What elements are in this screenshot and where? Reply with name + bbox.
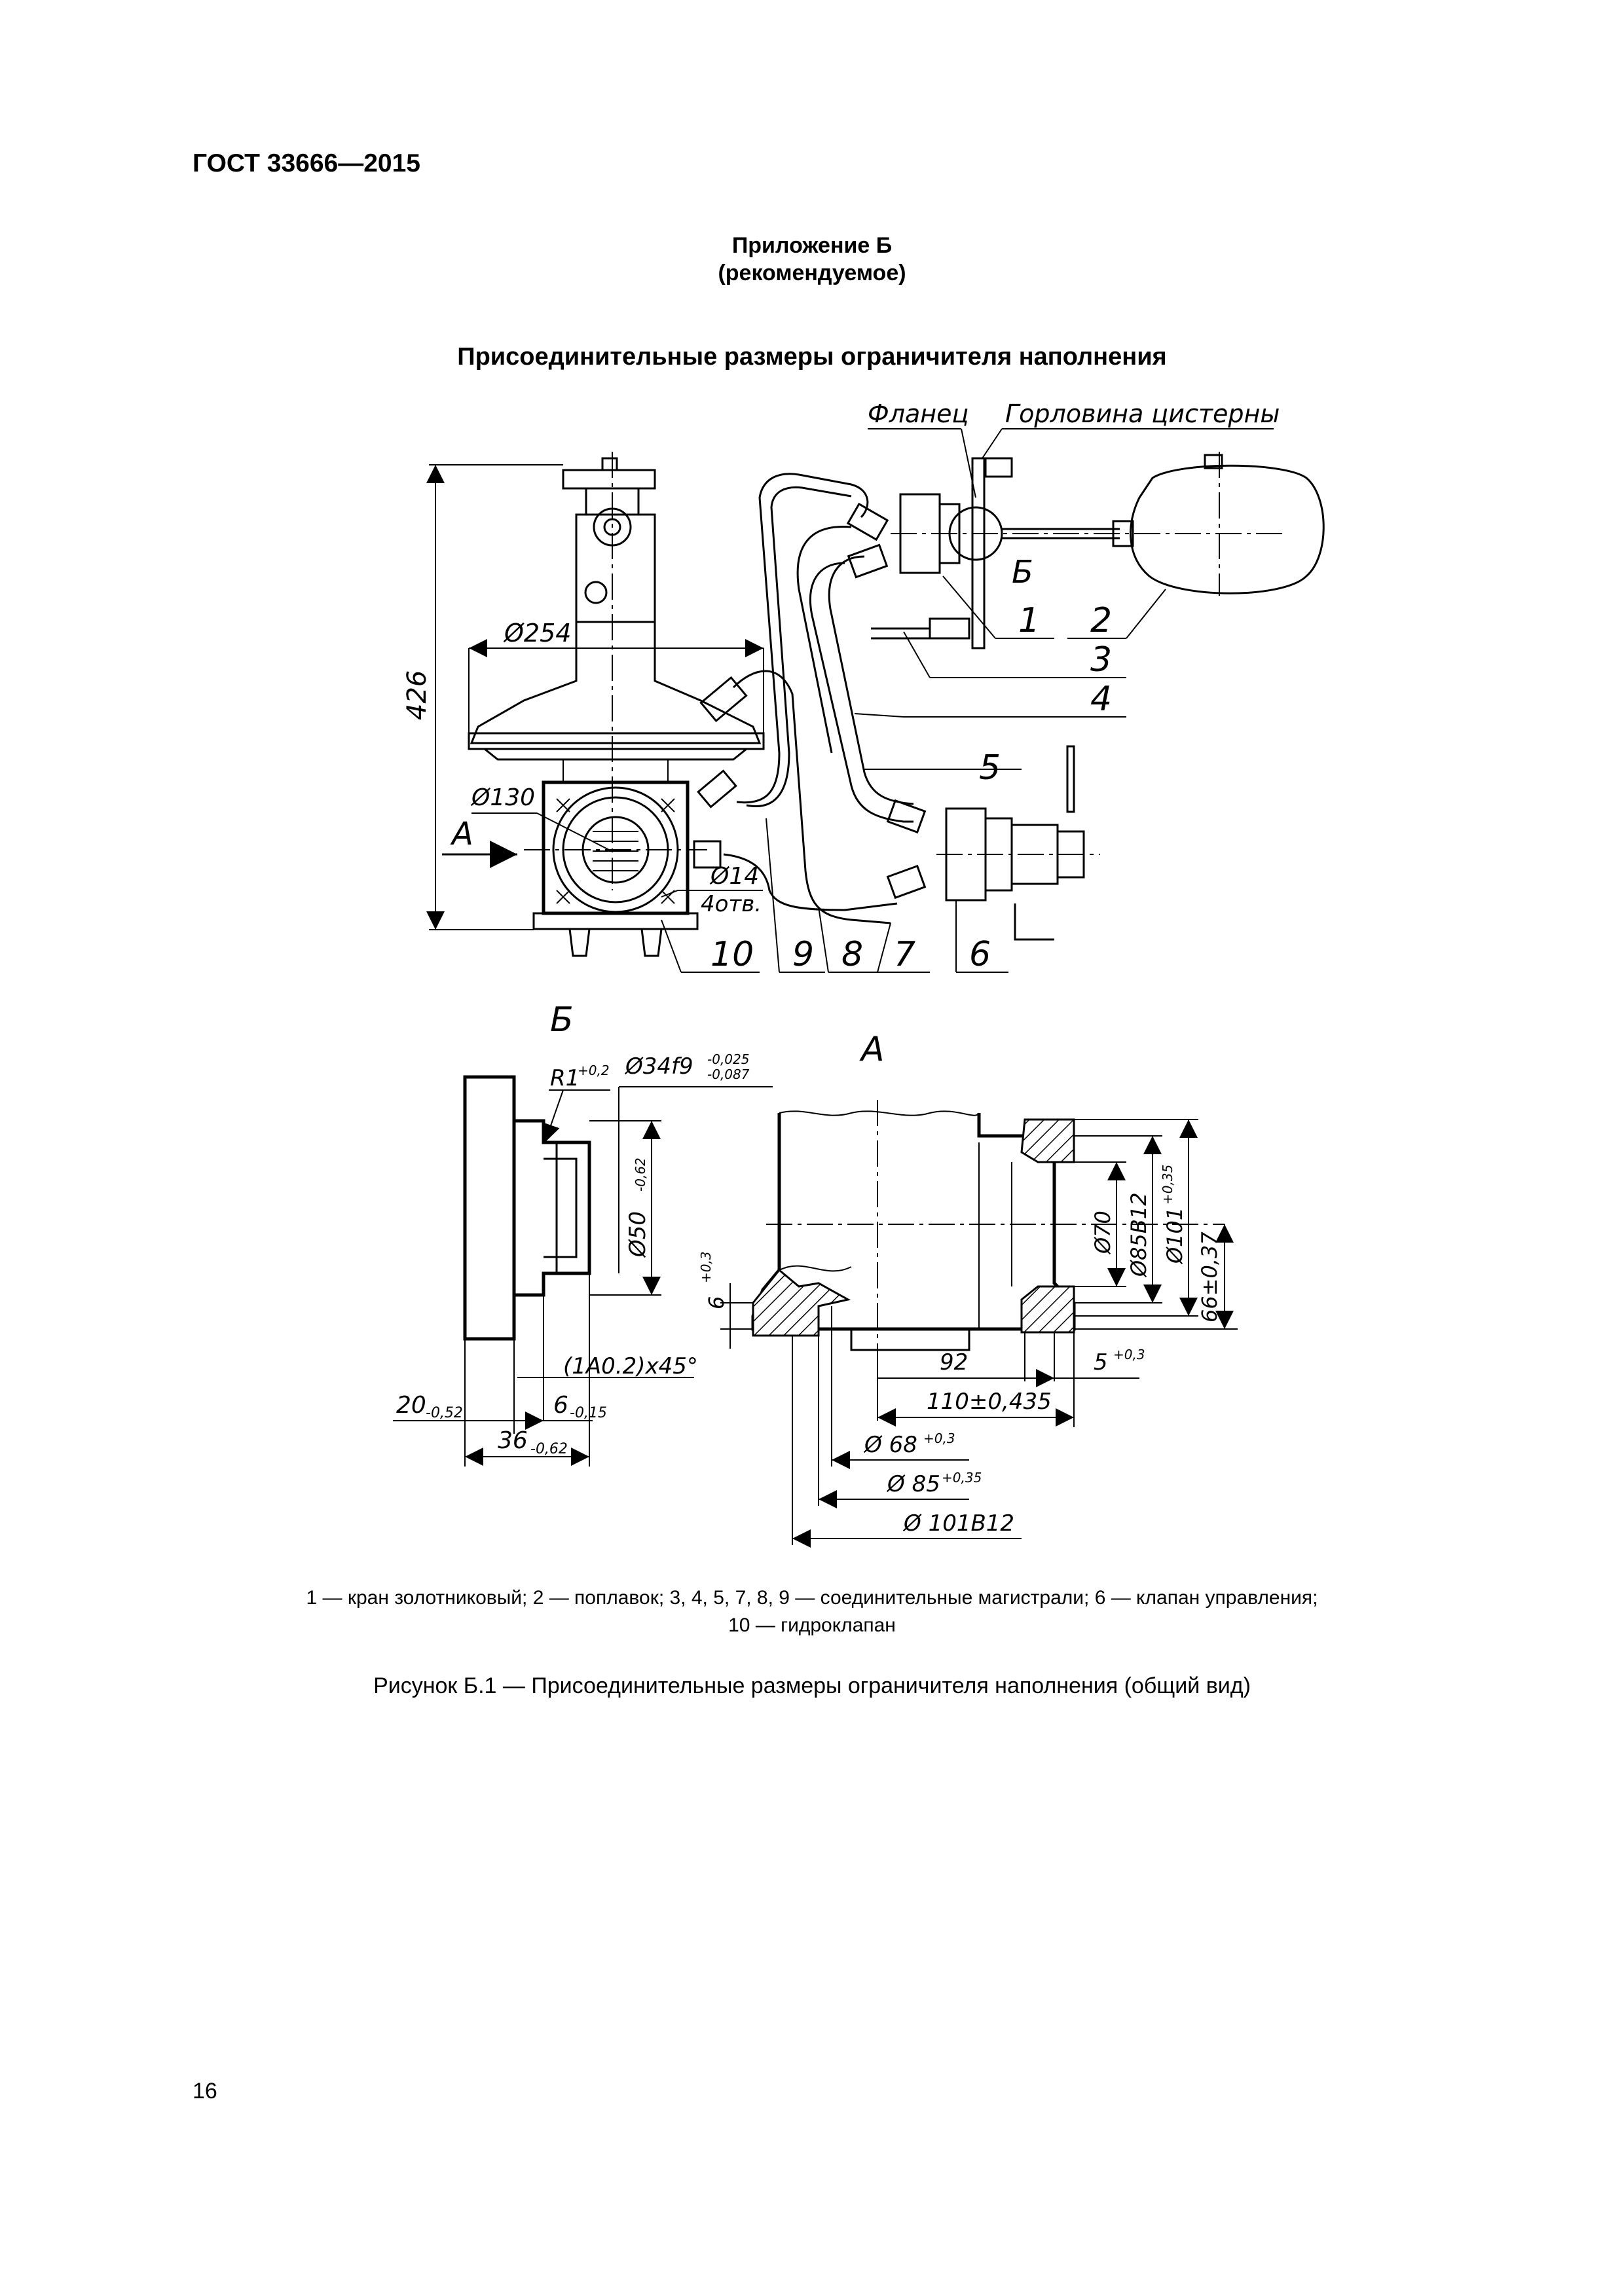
dim-426: 426	[402, 670, 432, 720]
label-flange: Фланец	[868, 399, 969, 428]
dim-d85b12: Ø85В12	[1126, 1192, 1151, 1278]
callout-2: 2	[1090, 601, 1112, 640]
dim-20: 20	[396, 1392, 426, 1419]
dim-d50-tol: -0,62	[633, 1157, 648, 1192]
callout-4: 4	[1090, 680, 1112, 719]
dim-d50: Ø50	[625, 1211, 651, 1258]
label-neck: Горловина цистерны	[1005, 399, 1280, 428]
dim-d101-tol: +0,35	[1160, 1165, 1175, 1205]
dim-d34-tol-up: -0,025	[707, 1051, 749, 1067]
figure-caption: Рисунок Б.1 — Присоединительные размеры …	[373, 1673, 1251, 1698]
view-a: А Ø70 Ø85В12 Ø101 +0,35 66±0,37	[698, 1030, 1238, 1548]
dim-d85-tol: +0,35	[942, 1470, 982, 1485]
view-a-arrow-label: А	[450, 816, 473, 852]
dim-r1-tol: +0,2	[578, 1063, 610, 1078]
callout-3: 3	[1090, 640, 1112, 680]
appendix-title: Приложение Б	[731, 233, 893, 258]
callout-5: 5	[979, 748, 1001, 788]
dim-d34-tol-low: -0,087	[707, 1066, 750, 1082]
dim-d130: Ø130	[470, 784, 535, 811]
appendix-kind: (рекомендуемое)	[718, 261, 906, 285]
dim-d14: Ø14	[709, 863, 759, 890]
callout-7: 7	[894, 935, 915, 974]
view-a-label: А	[859, 1030, 885, 1069]
dim-d68-tol: +0,3	[923, 1430, 955, 1446]
dim-d85: Ø 85	[886, 1471, 940, 1497]
callout-1: 1	[1018, 601, 1040, 640]
dim-6-tol: -0,15	[570, 1405, 607, 1421]
callout-b: Б	[1012, 554, 1033, 591]
callout-10: 10	[710, 935, 754, 974]
dim-5: 5	[1094, 1349, 1108, 1376]
general-view: Фланец Горловина цистерны	[402, 399, 1325, 974]
detail-b-label: Б	[550, 1000, 574, 1040]
document-header: ГОСТ 33666—2015	[193, 149, 420, 177]
detail-b: Б R1 +0,2 Ø34f9 -0,025 -0,087 Ø50 -0,62 …	[393, 1000, 773, 1467]
page-number: 16	[193, 2079, 217, 2104]
dim-d34: Ø34f9	[624, 1053, 693, 1080]
callout-6: 6	[969, 935, 991, 974]
dim-d68: Ø 68	[863, 1432, 917, 1458]
callout-9: 9	[792, 935, 814, 974]
dim-holes: 4отв.	[701, 891, 762, 917]
dim-chamfer: (1А0.2)x45°	[563, 1353, 698, 1379]
dim-d254: Ø254	[503, 619, 571, 647]
legend-line-1: 1 — кран золотниковый; 2 — поплавок; 3, …	[306, 1587, 1318, 1609]
dim-h66: 66±0,37	[1197, 1231, 1222, 1322]
callout-8: 8	[841, 935, 863, 974]
dim-d101b12: Ø 101В12	[902, 1510, 1014, 1537]
dim-36: 36	[498, 1427, 528, 1454]
legend-line-2: 10 — гидроклапан	[728, 1614, 896, 1636]
section-title: Присоединительные размеры ограничителя н…	[457, 343, 1167, 371]
dim-36-tol: -0,62	[530, 1441, 568, 1457]
dim-d101: Ø101	[1162, 1207, 1187, 1265]
dim-92: 92	[940, 1349, 968, 1376]
dim-r1: R1	[550, 1065, 580, 1091]
dim-20-tol: -0,52	[426, 1405, 463, 1421]
dim-110: 110±0,435	[927, 1389, 1052, 1415]
dim-d70: Ø70	[1090, 1211, 1115, 1255]
dim-h6: 6	[704, 1296, 729, 1309]
dim-6: 6	[553, 1392, 568, 1419]
dim-5-tol: +0,3	[1113, 1347, 1145, 1362]
dim-h6-tol: +0,3	[698, 1251, 714, 1283]
